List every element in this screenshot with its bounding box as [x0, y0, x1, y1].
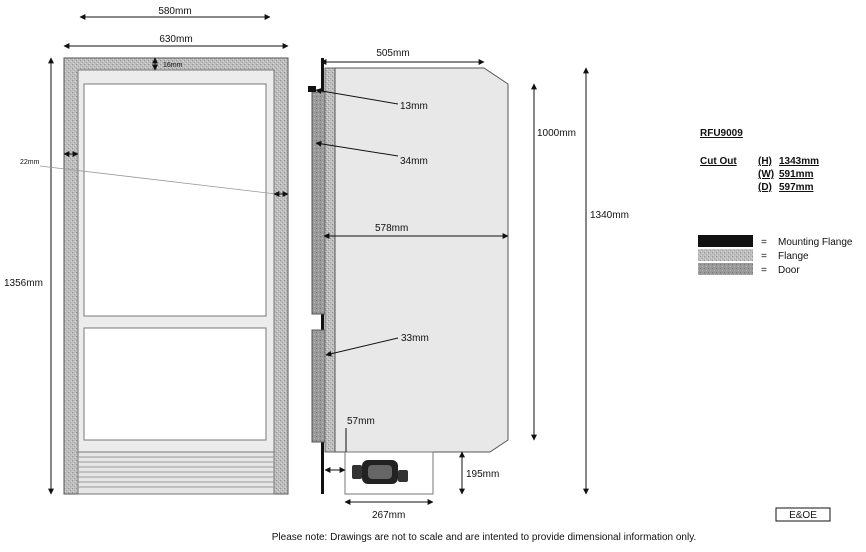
legend: = Mounting Flange = Flange = Door	[698, 235, 853, 276]
glass-lower	[83, 327, 267, 441]
legend-eq-3: =	[761, 265, 767, 276]
handle-nub	[308, 86, 316, 92]
legend-swatch-flange	[698, 249, 753, 261]
dim-base-height: 195mm	[466, 469, 499, 480]
dim-bottom-offset: 57mm	[347, 416, 375, 427]
glass-upper	[83, 83, 267, 317]
vent-grille	[77, 451, 275, 495]
cutout-d-value: 597mm	[779, 182, 814, 193]
legend-eq-1: =	[761, 237, 767, 248]
dim-width-inner: 580mm	[158, 6, 191, 17]
side-view: 505mm 13mm 34mm 578mm 33mm 57mm 267mm 19…	[308, 48, 629, 521]
front-view: 580mm 630mm 16mm 1356mm 22mm	[4, 6, 289, 495]
side-cabinet-body	[334, 67, 509, 453]
dim-mounting-flange: 13mm	[400, 101, 428, 112]
cutout-label: Cut Out	[700, 156, 737, 167]
dim-top-flange: 16mm	[163, 62, 183, 69]
cutout-h-value: 1343mm	[779, 156, 819, 167]
cutout-w-value: 591mm	[779, 169, 814, 180]
dim-side-flange: 22mm	[20, 159, 40, 166]
cutout-d-key: (D)	[758, 182, 772, 193]
side-door-lower	[311, 329, 326, 443]
legend-eq-2: =	[761, 251, 767, 262]
legend-label-door: Door	[778, 265, 800, 276]
dim-depth: 505mm	[376, 48, 409, 59]
dim-front-height: 1356mm	[4, 278, 43, 289]
dim-total-height: 1340mm	[590, 210, 629, 221]
cutout-w-key: (W)	[758, 169, 774, 180]
compressor-icon	[352, 460, 408, 484]
legend-swatch-door	[698, 263, 753, 275]
legend-label-mounting-flange: Mounting Flange	[778, 237, 853, 248]
side-flange-strip	[324, 67, 336, 453]
legend-label-flange: Flange	[778, 251, 809, 262]
dim-width-outer: 630mm	[159, 34, 192, 45]
dim-door-lower: 33mm	[401, 333, 429, 344]
dim-body-height: 1000mm	[537, 128, 576, 139]
eoe-box	[775, 507, 831, 522]
spec-block: RFU9009 Cut Out (H) 1343mm (W) 591mm (D)…	[700, 128, 819, 193]
dim-base-depth: 267mm	[372, 510, 405, 521]
model-number: RFU9009	[700, 128, 743, 139]
disclaimer-note: Please note: Drawings are not to scale a…	[272, 532, 697, 543]
side-door-upper	[311, 91, 326, 315]
dim-door-upper: 34mm	[400, 156, 428, 167]
dim-depth-full: 578mm	[375, 223, 408, 234]
cutout-h-key: (H)	[758, 156, 772, 167]
eoe-label: E&OE	[789, 510, 817, 521]
vent-slats	[78, 456, 274, 488]
legend-swatch-mounting-flange	[698, 235, 753, 247]
